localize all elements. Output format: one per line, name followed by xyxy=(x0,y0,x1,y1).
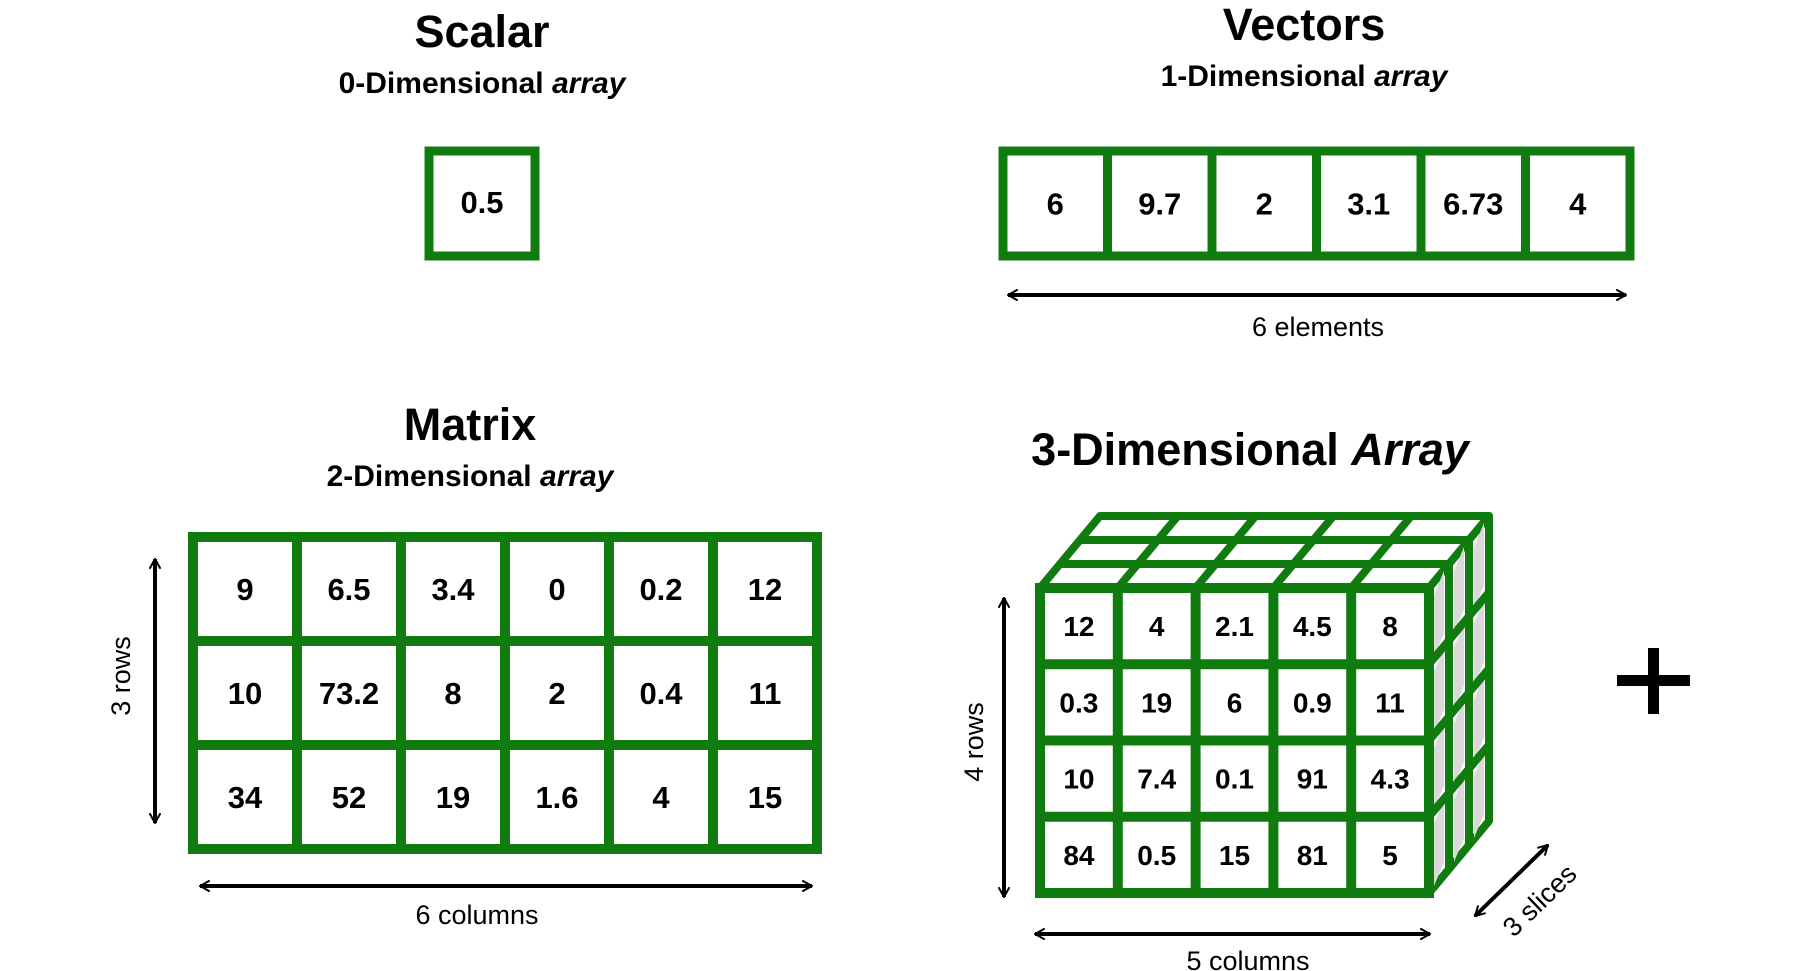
tensor-cell-value: 0.1 xyxy=(1215,764,1254,795)
tensor-cell-value: 0.5 xyxy=(1137,840,1176,871)
tensor-cell-value: 4 xyxy=(1149,611,1165,642)
matrix-cell-value: 0 xyxy=(548,572,565,607)
tensor-cube: 12 4 2.1 4.5 8 0.3 19 6 0.9 11 10 7.4 0.1 91 4.3 84 0.5 1… xyxy=(1035,512,1493,898)
tensor-side-cell xyxy=(1454,547,1464,634)
tensor-cell-value: 15 xyxy=(1219,840,1250,871)
tensor-side-cell xyxy=(1434,647,1444,734)
tensor-side-cell xyxy=(1474,675,1484,762)
matrix-cell-value: 9 xyxy=(236,572,253,607)
tensor-side-row-line xyxy=(1425,665,1493,744)
tensor-side-cell xyxy=(1474,751,1484,838)
vector-section: Vectors 1-Dimensional array 6 9.7 2 3.1 6.73… xyxy=(998,0,1635,342)
tensor-cell-value: 19 xyxy=(1141,687,1172,718)
matrix-cell-value: 1.6 xyxy=(535,780,578,815)
tensor-side-cell xyxy=(1454,699,1464,786)
tensor-cell-value: 84 xyxy=(1063,840,1095,871)
tensor-cell-value: 0.9 xyxy=(1293,687,1332,718)
tensor-columns-label: 5 columns xyxy=(1186,946,1309,971)
matrix-cell-value: 6.5 xyxy=(327,572,370,607)
tensor-top-column-line xyxy=(1270,513,1337,591)
matrix-cell-value: 52 xyxy=(332,780,366,815)
tensor-side-row-line xyxy=(1425,589,1493,667)
tensor-slices-arrow xyxy=(1473,843,1550,918)
matrix-cells: 9 6.5 3.4 0 0.2 12 10 73.2 8 2 0.4 11 34 52 19 1.6 4 15 xyxy=(188,532,822,854)
matrix-title: Matrix xyxy=(404,399,537,450)
matrix-cell-value: 3.4 xyxy=(431,572,475,607)
tensor-side-cell xyxy=(1434,799,1444,886)
vector-length-label: 6 elements xyxy=(1252,312,1384,342)
matrix-cell-value: 15 xyxy=(748,780,782,815)
vector-subtitle: 1-Dimensional array xyxy=(1161,60,1449,93)
tensor-cell-value: 8 xyxy=(1382,611,1398,642)
tensor-side-cell xyxy=(1434,571,1444,658)
tensor-cell-value: 4.5 xyxy=(1293,611,1332,642)
scalar-value: 0.5 xyxy=(460,185,503,220)
matrix-cell-value: 8 xyxy=(444,676,461,711)
tensor-cell-value: 6 xyxy=(1227,687,1243,718)
matrix-cell-value: 0.4 xyxy=(639,676,683,711)
tensor-title: 3-Dimensional Array xyxy=(1031,424,1471,475)
vector-title: Vectors xyxy=(1223,0,1386,50)
tensor-cell-value: 0.3 xyxy=(1059,687,1098,718)
tensor-slices-label: 3 slices xyxy=(1497,858,1583,942)
vector-cell-value: 4 xyxy=(1569,187,1587,222)
matrix-cell-value: 12 xyxy=(748,572,782,607)
matrix-subtitle: 2-Dimensional array xyxy=(327,460,615,493)
tensor-side-row-line xyxy=(1425,742,1493,820)
tensor-cell-value: 81 xyxy=(1297,840,1328,871)
matrix-cell-value: 10 xyxy=(228,676,262,711)
tensor-top-face xyxy=(1036,512,1493,592)
matrix-cell-value: 2 xyxy=(548,676,565,711)
vector-cells: 6 9.7 2 3.1 6.73 4 xyxy=(998,146,1635,261)
scalar-section: Scalar 0-Dimensional array 0.5 xyxy=(339,6,627,261)
tensor-cell-value: 5 xyxy=(1382,840,1398,871)
tensor-cell-value: 7.4 xyxy=(1137,764,1176,795)
tensor-top-column-line xyxy=(1192,513,1259,591)
tensor-top-column-line xyxy=(1114,513,1181,591)
matrix-cell-value: 4 xyxy=(652,780,670,815)
matrix-cell-value: 19 xyxy=(436,780,470,815)
scalar-title: Scalar xyxy=(414,6,549,57)
tensor-side-cell xyxy=(1454,775,1464,862)
vector-cell-value: 6.73 xyxy=(1443,187,1503,222)
tensor-cell-value: 11 xyxy=(1375,687,1405,718)
vector-cell-value: 6 xyxy=(1047,187,1064,222)
tensor-cell-value: 12 xyxy=(1063,611,1094,642)
vector-cell-value: 3.1 xyxy=(1347,187,1390,222)
matrix-rows-label: 3 rows xyxy=(106,636,136,716)
matrix-cell-value: 34 xyxy=(228,780,263,815)
tensor-cell-value: 91 xyxy=(1297,764,1328,795)
scalar-cell xyxy=(424,146,540,261)
tensor-side-cell xyxy=(1474,523,1484,610)
matrix-cell-value: 0.2 xyxy=(639,572,682,607)
matrix-cell-value: 73.2 xyxy=(319,676,379,711)
tensor-side-cell xyxy=(1474,599,1484,686)
tensor-cell-value: 2.1 xyxy=(1215,611,1254,642)
tensor-side-cell xyxy=(1434,723,1444,810)
plus-icon xyxy=(1617,648,1690,714)
tensor-top-column-line xyxy=(1348,513,1415,591)
tensor-rows-label: 4 rows xyxy=(959,702,989,782)
scalar-subtitle: 0-Dimensional array xyxy=(339,67,627,100)
matrix-section: Matrix 2-Dimensional array 9 6.5 3.4 0 0.2 12… xyxy=(106,399,822,930)
vector-cell-value: 2 xyxy=(1256,187,1273,222)
tensor-cell-value: 4.3 xyxy=(1371,764,1410,795)
tensor-cell-value: 10 xyxy=(1063,764,1094,795)
vector-cell-value: 9.7 xyxy=(1138,187,1181,222)
matrix-cell-value: 11 xyxy=(749,676,782,711)
tensor-side-cell xyxy=(1454,623,1464,710)
matrix-columns-label: 6 columns xyxy=(415,900,538,930)
